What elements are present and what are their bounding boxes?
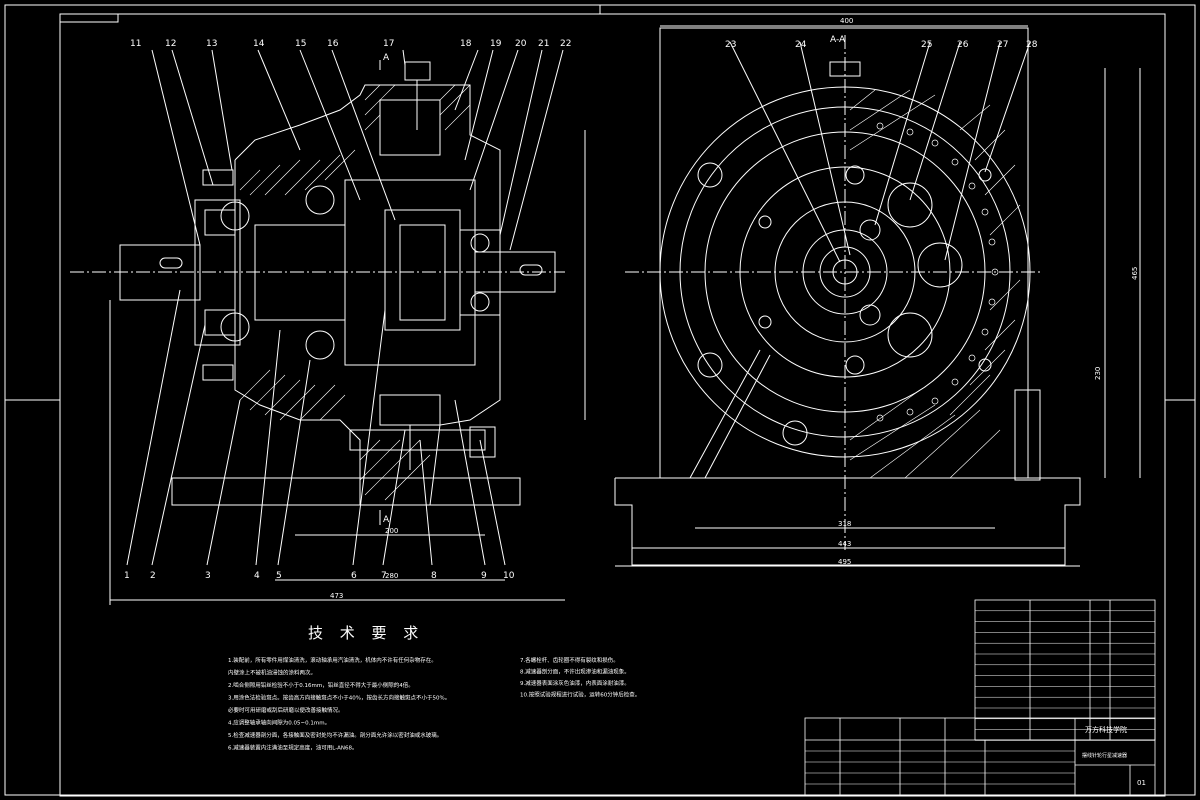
part-number-21: 21	[538, 39, 549, 49]
note-line: 9.减速器表面涂灰色油漆，内表面涂耐油漆。	[520, 679, 630, 687]
part-number-6: 6	[351, 571, 357, 581]
parts-list-table	[805, 610, 1155, 785]
part-number-12: 12	[165, 39, 176, 49]
technical-requirements: 技 术 要 求 1.装配前，所有零件用煤油清洗，滚动轴承用汽油清洗，机体内不许有…	[228, 624, 640, 752]
part-number-26: 26	[957, 40, 969, 50]
part-number-19: 19	[490, 39, 502, 49]
title-block-frame	[804, 599, 1156, 796]
dim-443: 443	[838, 540, 851, 548]
part-number-22: 22	[560, 39, 571, 49]
sheet-number: 01	[1137, 779, 1146, 787]
part-number-17: 17	[383, 39, 394, 49]
part-number-1: 1	[124, 571, 130, 581]
note-line: 7.各螺栓杆、齿轮圈不得有裂纹和损伤。	[520, 656, 619, 664]
note-line: 4.应调整轴承轴向间隙为0.05~0.1mm。	[228, 719, 330, 727]
school-name: 万方科技学院	[1085, 725, 1127, 734]
dim-473: 473	[330, 592, 343, 600]
part-number-28: 28	[1026, 40, 1038, 50]
drawing-frame	[59, 13, 1166, 797]
part-number-5: 5	[276, 571, 282, 581]
dim-400: 400	[840, 17, 853, 25]
part-number-3: 3	[205, 571, 211, 581]
dim-495: 495	[838, 558, 851, 566]
right-view-labels: A-A 400 318 443 495 230 465 23 24 25 26 27 28	[725, 17, 1139, 566]
right-section-view	[614, 25, 1141, 567]
note-line: 6.减速器装置内注满油至规定高度，油可用L-AN68。	[228, 744, 357, 752]
part-number-9: 9	[481, 571, 487, 581]
section-title-aa: A-A	[830, 35, 846, 45]
dim-280: 280	[385, 572, 398, 580]
part-number-10: 10	[503, 571, 515, 581]
dim-318: 318	[838, 520, 851, 528]
part-number-7: 7	[381, 571, 387, 581]
part-number-24: 24	[795, 40, 807, 50]
part-number-20: 20	[515, 39, 527, 49]
note-line: 8.减速器剖分面，不许出现渗油和漏油现象。	[520, 668, 630, 676]
part-number-27: 27	[997, 40, 1008, 50]
dim-465: 465	[1131, 267, 1139, 280]
part-number-15: 15	[295, 39, 306, 49]
part-number-8: 8	[431, 571, 437, 581]
part-number-23: 23	[725, 40, 736, 50]
section-label-bottom: A	[383, 515, 390, 525]
part-number-4: 4	[254, 571, 260, 581]
note-line: 必要时可用研磨或刮后研磨以便改善接触情况。	[228, 706, 344, 714]
dim-230: 230	[1094, 367, 1102, 380]
sheet-border	[4, 4, 1196, 796]
title-block-text: 万方科技学院 摆线针轮行星减速器 01	[1082, 725, 1146, 787]
part-number-16: 16	[327, 39, 339, 49]
drawing-name: 摆线针轮行星减速器	[1082, 752, 1127, 759]
note-line: 2.啮合侧隙用铅丝检验不小于0.16mm，铅丝直径不得大于最小侧隙的4倍。	[228, 681, 414, 689]
note-line: 1.装配前，所有零件用煤油清洗，滚动轴承用汽油清洗，机体内不许有任何杂物存在。	[228, 656, 437, 664]
part-number-14: 14	[253, 39, 265, 49]
notes-heading: 技 术 要 求	[308, 624, 424, 642]
note-line: 5.检查减速器剖分面，各接触面及密封处均不许漏油。剖分面允许涂以密封油或水玻璃。	[228, 731, 442, 739]
dim-200: 200	[385, 527, 398, 535]
section-label-top: A	[383, 53, 390, 63]
note-line: 3.用涂色法检验斑点。按齿高方向接触斑点不小于40%，按齿长方向接触斑点不小于5…	[228, 694, 450, 702]
part-number-18: 18	[460, 39, 472, 49]
left-section-view	[70, 49, 586, 605]
part-number-13: 13	[206, 39, 217, 49]
part-number-25: 25	[921, 40, 932, 50]
note-line: 内壁涂上不被机油浸蚀的涂料两次。	[228, 669, 316, 677]
part-number-11: 11	[130, 39, 141, 49]
part-number-2: 2	[150, 571, 156, 581]
note-line: 10.按照试验规程进行试验，运转60分钟后检查。	[520, 691, 640, 699]
